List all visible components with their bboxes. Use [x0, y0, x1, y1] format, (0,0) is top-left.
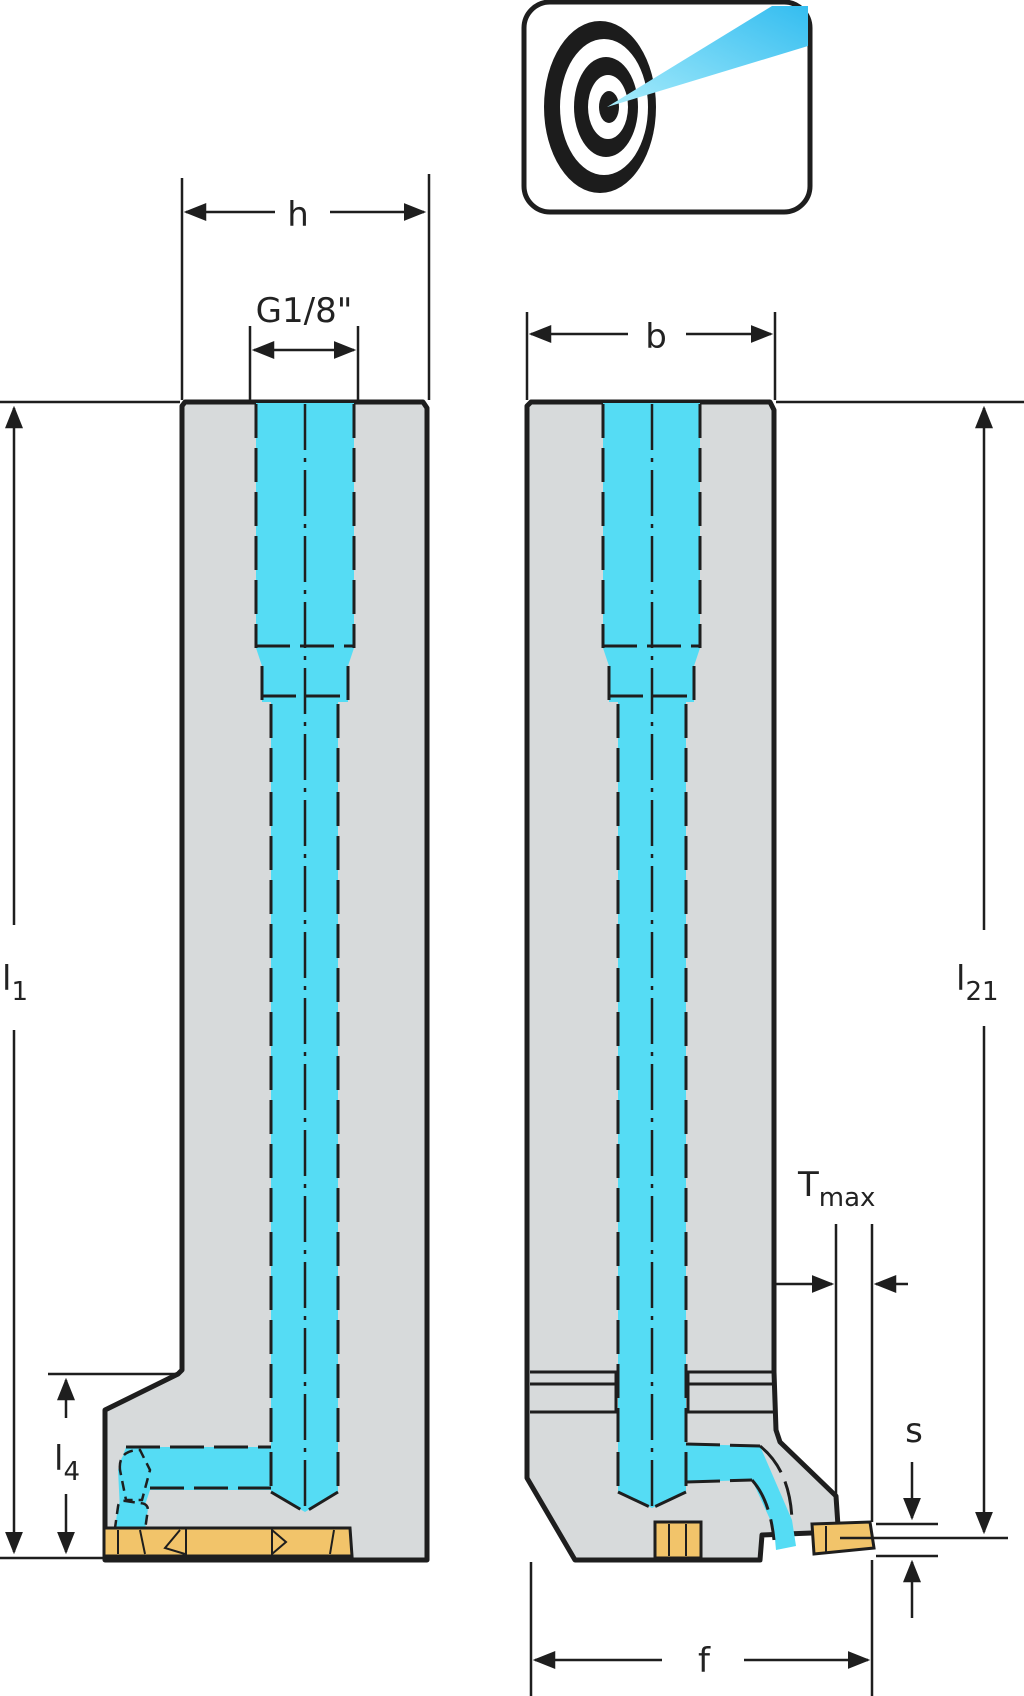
label-b: b — [645, 317, 667, 357]
front-view — [102, 399, 430, 1563]
label-l21: l21 — [956, 959, 999, 1007]
coolant-branch-right — [686, 1444, 796, 1550]
coolant-branch-left — [118, 1447, 271, 1520]
label-s: s — [905, 1411, 923, 1451]
label-h: h — [287, 195, 309, 235]
label-tmax: Tmax — [797, 1165, 875, 1213]
dimensions — [0, 174, 1024, 1696]
side-view — [524, 399, 876, 1563]
label-l1: l1 — [2, 959, 28, 1007]
label-thread: G1/8" — [256, 291, 353, 331]
dimension-labels: h G1/8" b l1 l4 l21 Tmax s f — [2, 195, 999, 1681]
cutting-insert-left — [102, 1526, 354, 1558]
target-coolant-icon — [521, 0, 813, 215]
label-l4: l4 — [54, 1439, 80, 1487]
label-f: f — [698, 1641, 711, 1681]
insert-seat-right — [653, 1520, 703, 1560]
